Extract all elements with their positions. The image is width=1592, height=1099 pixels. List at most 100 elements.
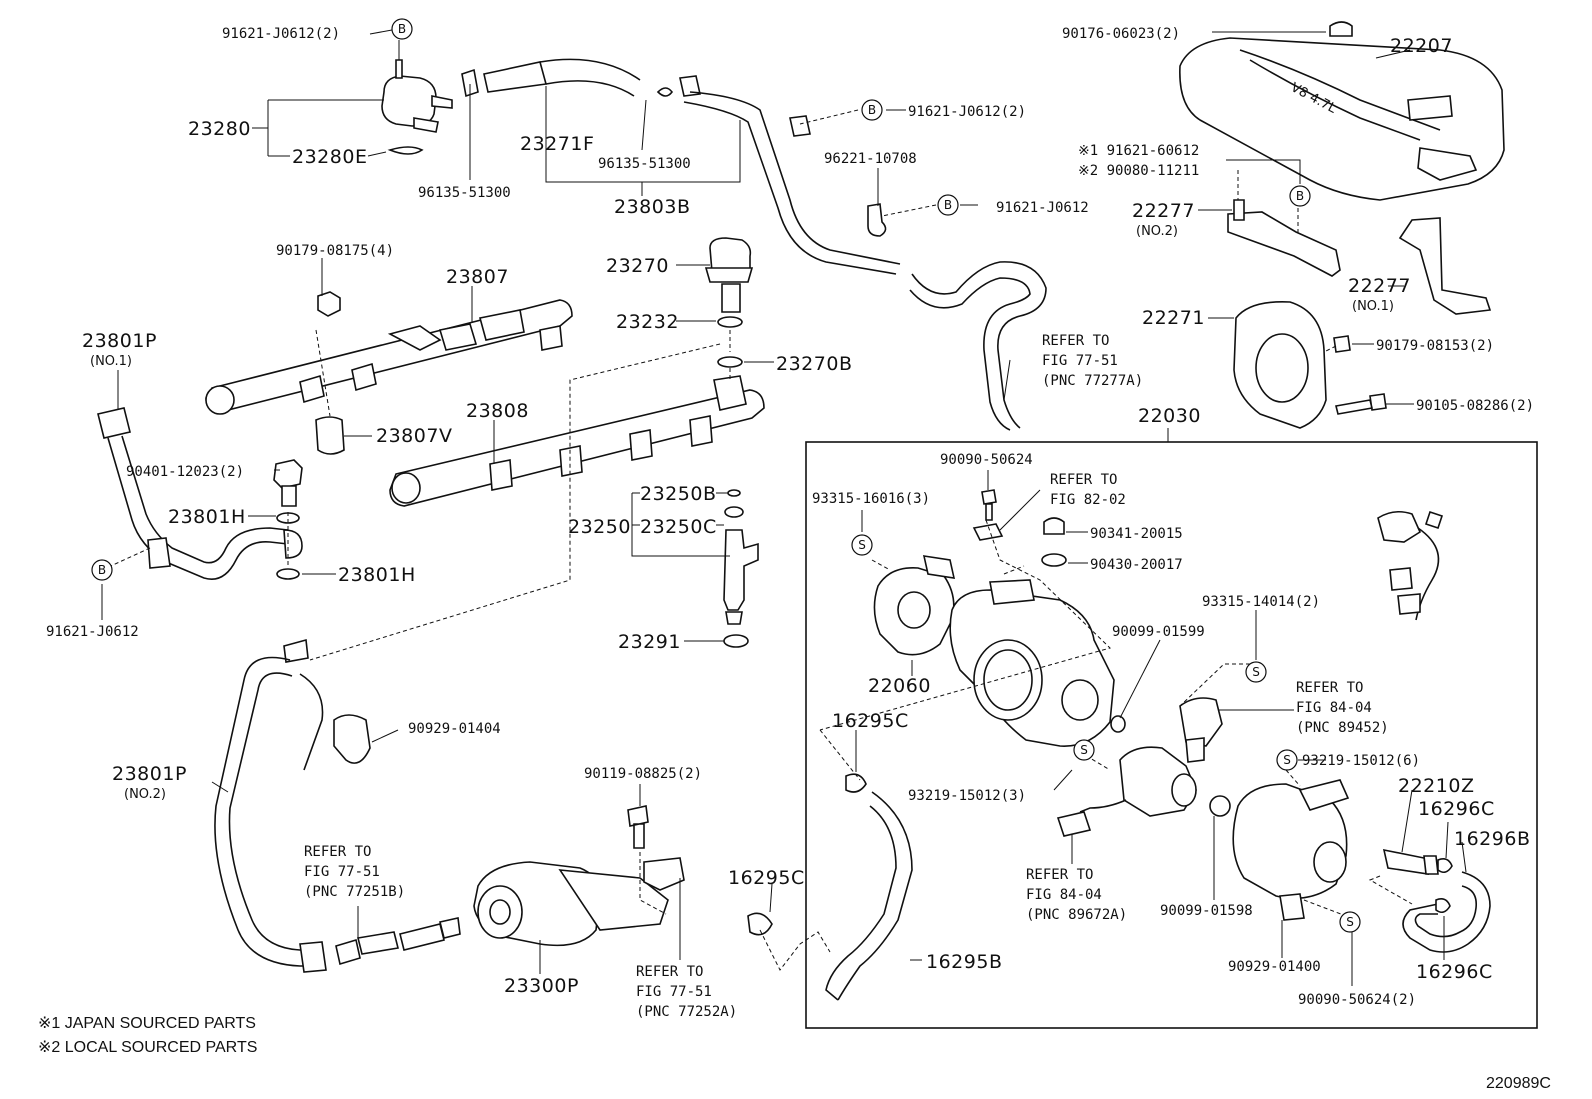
throttle-body-section-frame [805, 441, 1538, 1029]
engine-cover-drawing: V8 4.7L [1179, 21, 1505, 201]
drawing-number: 220989C [1486, 1075, 1551, 1092]
label-16296c-b: 16296C [1416, 961, 1493, 983]
sensor-89452 [1179, 697, 1223, 763]
label-refer-8404-a-1: REFER TO [1296, 680, 1363, 696]
label-90176-06023: 90176-06023(2) [1062, 26, 1180, 42]
gasket-22271 [1233, 301, 1327, 429]
marker-s-4: S [1276, 749, 1298, 771]
vacuum-hose-right [909, 261, 1047, 431]
label-23250b: 23250B [640, 483, 716, 505]
label-23232: 23232 [616, 311, 679, 333]
throttle-body [949, 579, 1115, 747]
label-91621-j0612-mid2: 91621-J0612 [996, 200, 1089, 216]
gasket-23801h-b [276, 568, 300, 580]
fuel-pump-23300p [473, 861, 669, 947]
label-22277-no1: 22277 [1348, 275, 1411, 297]
label-refer-7751-c-2: FIG 77-51 [636, 984, 712, 1000]
bolt-90119-08825 [627, 805, 649, 849]
label-22271: 22271 [1142, 307, 1205, 329]
label-22030: 22030 [1138, 405, 1201, 427]
fuel-rail-23807 [205, 299, 573, 415]
svg-text:S: S [1283, 753, 1291, 767]
label-refer-7751-b-3: (PNC 77251B) [304, 884, 405, 900]
label-23801h-a: 23801H [168, 506, 246, 528]
o-ring-90099-01598 [1209, 795, 1231, 817]
label-23300p: 23300P [504, 975, 579, 997]
label-90430-20017: 90430-20017 [1090, 557, 1183, 573]
label-90119-08825: 90119-08825(2) [584, 766, 702, 782]
marker-b-pipe: B [861, 99, 883, 121]
o-ring-23291 [723, 634, 749, 648]
label-90080-11211: ※2 90080-11211 [1078, 163, 1199, 179]
label-23801p-no1: 23801P [82, 330, 157, 352]
label-16295c-a: 16295C [832, 710, 909, 732]
label-93219-15012-3: 93219-15012(3) [908, 788, 1026, 804]
plug-90341-20015 [1043, 517, 1065, 535]
label-no2-cover: (NO.2) [1136, 224, 1178, 239]
nut-90179-08175 [317, 291, 341, 317]
fuel-tube-23801p-no2 [214, 638, 327, 973]
label-refer-8404-b-2: FIG 84-04 [1026, 887, 1102, 903]
throttle-motor-housing [1232, 779, 1350, 921]
svg-text:B: B [398, 22, 406, 36]
clamp-16295c-b [747, 912, 773, 936]
label-refer-7751-a-3: (PNC 77277A) [1042, 373, 1143, 389]
fuel-connector-77252a [643, 857, 685, 891]
marker-s-1: S [851, 534, 873, 556]
bracket-22277-no1 [1398, 217, 1492, 315]
label-23250c: 23250C [640, 516, 717, 538]
label-23807v: 23807V [376, 425, 452, 447]
label-no1-tube: (NO.1) [90, 354, 132, 369]
label-93315-14014: 93315-14014(2) [1202, 594, 1320, 610]
label-90341-20015: 90341-20015 [1090, 526, 1183, 542]
label-23270: 23270 [606, 255, 669, 277]
label-91621-j0612-top: 91621-J0612(2) [222, 26, 340, 42]
label-23801h-b: 23801H [338, 564, 416, 586]
fuel-rail-23808 [389, 375, 765, 507]
vacuum-hose-23271f [461, 58, 641, 98]
label-refer-8404-a-3: (PNC 89452) [1296, 720, 1389, 736]
label-23808: 23808 [466, 400, 529, 422]
label-refer-7751-a-2: FIG 77-51 [1042, 353, 1118, 369]
note-japan-sourced: ※1 JAPAN SOURCED PARTS [38, 1015, 256, 1032]
label-91621-60612: ※1 91621-60612 [1078, 143, 1199, 159]
label-96221-10708: 96221-10708 [824, 151, 917, 167]
label-23280: 23280 [188, 118, 251, 140]
label-23270b: 23270B [776, 353, 852, 375]
label-91621-j0612-left: 91621-J0612 [46, 624, 139, 640]
label-16296b: 16296B [1454, 828, 1530, 850]
label-23250: 23250 [568, 516, 631, 538]
label-22060: 22060 [868, 675, 931, 697]
label-16295c-b: 16295C [728, 867, 805, 889]
o-ring-90099-01599 [1110, 715, 1126, 733]
label-refer-7751-a-1: REFER TO [1042, 333, 1109, 349]
union-bolt-90401 [273, 459, 303, 507]
bracket-22277-no2 [1227, 211, 1341, 277]
marker-s-3: S [1073, 739, 1095, 761]
label-96135-51300-b: 96135-51300 [598, 156, 691, 172]
marker-b-clip: B [937, 194, 959, 216]
marker-s-2: S [1245, 661, 1267, 683]
o-ring-23270b [717, 356, 743, 368]
throttle-sensor-22060 [873, 555, 956, 656]
svg-text:B: B [1296, 189, 1304, 203]
label-23807: 23807 [446, 266, 509, 288]
part-labels: 91621-J0612(2) 23280 23280E 96135-51300 … [46, 26, 1534, 1020]
svg-text:B: B [98, 563, 106, 577]
label-93219-15012-6: 93219-15012(6) [1302, 753, 1420, 769]
clamp-16295c-a [845, 773, 867, 793]
svg-text:B: B [944, 198, 952, 212]
o-ring-23232 [717, 316, 743, 328]
svg-text:S: S [1346, 915, 1354, 929]
label-90090-50624-2: 90090-50624(2) [1298, 992, 1416, 1008]
label-no1-cover: (NO.1) [1352, 299, 1394, 314]
label-90179-08175: 90179-08175(4) [276, 243, 394, 259]
label-23291: 23291 [618, 631, 681, 653]
label-90929-01404: 90929-01404 [408, 721, 501, 737]
label-90401-12023: 90401-12023(2) [126, 464, 244, 480]
injector-23250 [723, 489, 759, 625]
label-refer-8202-2: FIG 82-02 [1050, 492, 1126, 508]
label-refer-8404-a-2: FIG 84-04 [1296, 700, 1372, 716]
label-22210z: 22210Z [1398, 775, 1474, 797]
